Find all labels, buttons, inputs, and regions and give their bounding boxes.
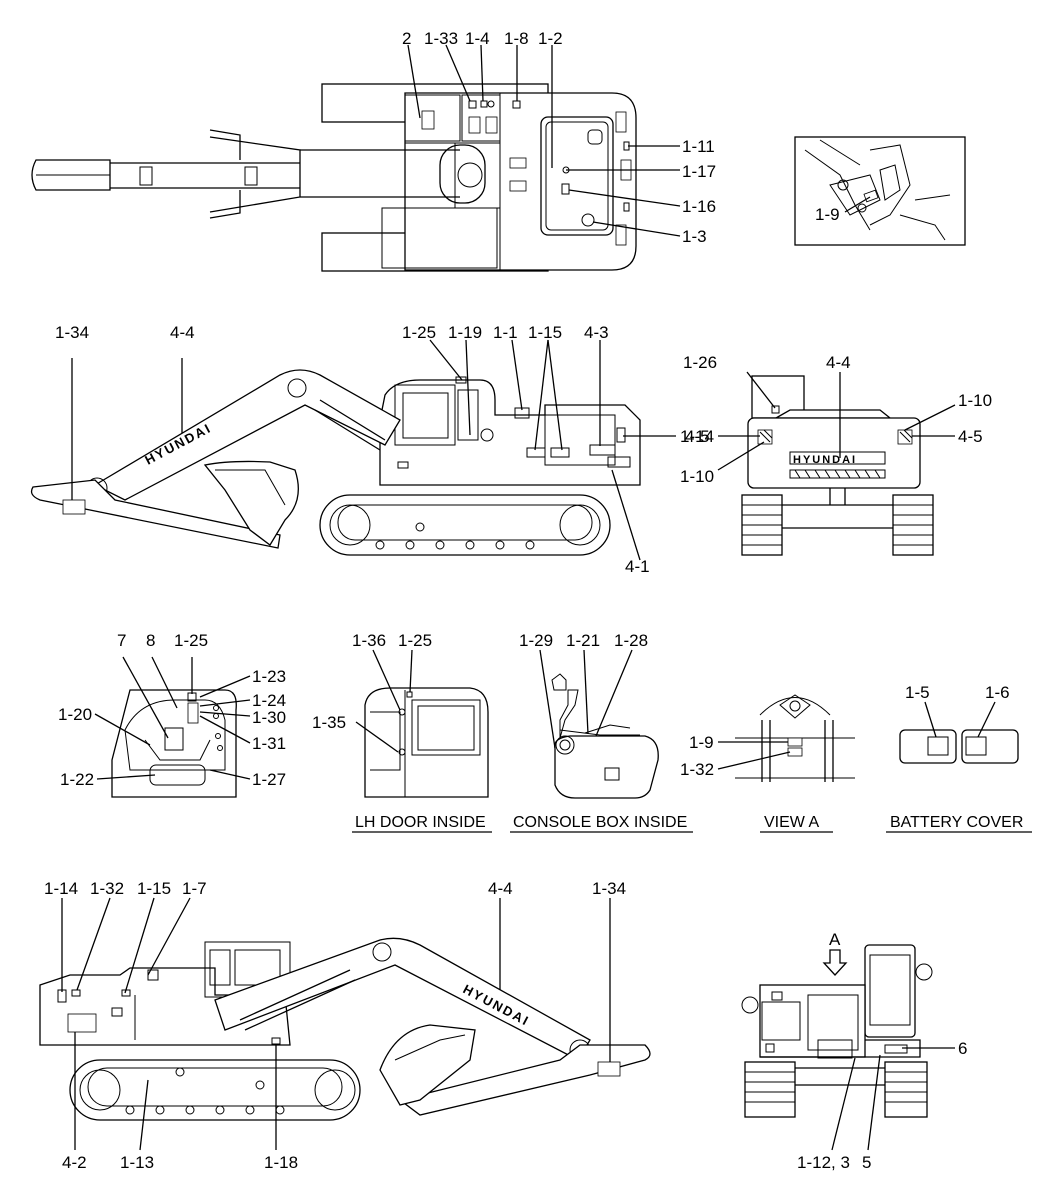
fv-cab xyxy=(864,944,916,1038)
caption-lh-door-inside: LH DOOR INSIDE xyxy=(355,814,486,831)
front-view: A 6 1-12, 3 5 xyxy=(741,930,967,1172)
callout-1-36: 1-36 xyxy=(352,631,386,650)
callout-4-4-rear: 4-4 xyxy=(826,353,851,372)
view-a-arrow xyxy=(822,949,848,976)
fv-track-right xyxy=(884,1061,928,1118)
top-cab xyxy=(540,116,614,236)
callout-1-19: 1-19 xyxy=(448,323,482,342)
rs-bucket xyxy=(379,1024,476,1106)
callout-1-25-cab: 1-25 xyxy=(174,631,208,650)
callout-1-14-right: 1-14 xyxy=(44,879,78,898)
ls-track xyxy=(319,494,611,556)
callout-1-4: 1-4 xyxy=(465,29,490,48)
callout-1-16: 1-16 xyxy=(682,197,716,216)
callout-1-27: 1-27 xyxy=(252,770,286,789)
ls-bucket xyxy=(203,460,299,546)
callout-7: 7 xyxy=(117,631,126,650)
cab-inside-view: 7 8 1-25 1-23 1-24 1-20 1-30 1-31 1-22 1… xyxy=(58,631,286,798)
lh-door-inside: 1-36 1-25 1-35 LH DOOR INSIDE xyxy=(312,631,492,833)
callout-1-10-left: 1-10 xyxy=(680,467,714,486)
callout-4-5-left: 4-5 xyxy=(685,427,710,446)
callout-1-32-right: 1-32 xyxy=(90,879,124,898)
callout-a: A xyxy=(829,930,841,949)
callout-1-18: 1-18 xyxy=(264,1153,298,1172)
rs-track xyxy=(69,1059,361,1121)
callout-1-8: 1-8 xyxy=(504,29,529,48)
rs-arm xyxy=(398,1044,651,1116)
callout-1-11: 1-11 xyxy=(682,137,715,156)
right-side-view: HYUNDAI 1-14 1-32 1-15 1-7 4-4 1-34 4-2 … xyxy=(39,879,651,1172)
callout-1-1: 1-1 xyxy=(493,323,518,342)
callout-4-5-right: 4-5 xyxy=(958,427,983,446)
battery-cover: 1-5 1-6 BATTERY COVER xyxy=(886,683,1032,833)
callout-1-15: 1-15 xyxy=(528,323,562,342)
callout-1-34: 1-34 xyxy=(55,323,89,342)
callout-1-6: 1-6 xyxy=(985,683,1010,702)
view-a: 1-9 1-32 VIEW A xyxy=(680,694,855,833)
callout-1-22: 1-22 xyxy=(60,770,94,789)
callout-1-23: 1-23 xyxy=(252,667,286,686)
caption-battery-cover: BATTERY COVER xyxy=(890,814,1023,831)
callout-2: 2 xyxy=(402,29,411,48)
rear-view: HYUNDAI 1-26 4-4 1-10 4-5 1-10 4-5 xyxy=(680,353,992,556)
detail-1-9: 1-9 xyxy=(794,136,966,246)
caption-view-a: VIEW A xyxy=(764,814,819,831)
rs-boom xyxy=(214,937,591,1061)
top-bucket xyxy=(31,159,111,191)
callout-4-4: 4-4 xyxy=(170,323,195,342)
callout-1-3: 1-3 xyxy=(682,227,707,246)
callout-1-14: 1-14 xyxy=(680,427,714,446)
callout-6: 6 xyxy=(958,1039,967,1058)
callout-1-30: 1-30 xyxy=(252,708,286,727)
callout-1-17: 1-17 xyxy=(682,162,716,181)
ls-arm xyxy=(30,479,281,549)
callout-1-9-detail: 1-9 xyxy=(815,205,840,224)
lh-door-outline xyxy=(364,687,489,798)
callout-1-25-door: 1-25 xyxy=(398,631,432,650)
callout-4-2: 4-2 xyxy=(62,1153,87,1172)
callout-1-2: 1-2 xyxy=(538,29,563,48)
detail-frame xyxy=(794,136,966,246)
callout-1-29: 1-29 xyxy=(519,631,553,650)
callout-4-3: 4-3 xyxy=(584,323,609,342)
fv-body xyxy=(759,984,866,1058)
console-box-outline xyxy=(554,735,659,799)
callout-8: 8 xyxy=(146,631,155,650)
callout-1-34-right: 1-34 xyxy=(592,879,626,898)
callout-1-26: 1-26 xyxy=(683,353,717,372)
callout-1-35: 1-35 xyxy=(312,713,346,732)
fv-track-left xyxy=(744,1061,796,1118)
callout-5: 5 xyxy=(862,1153,871,1172)
callout-1-32-viewa: 1-32 xyxy=(680,760,714,779)
callout-1-31: 1-31 xyxy=(252,734,286,753)
battery-cover-right xyxy=(961,729,1019,764)
callout-1-20: 1-20 xyxy=(58,705,92,724)
callout-1-24: 1-24 xyxy=(252,691,286,710)
left-side-view: HYUNDAI 1-34 4-4 1-25 1-19 1-1 1-15 4-3 … xyxy=(30,323,714,576)
callout-1-33: 1-33 xyxy=(424,29,458,48)
callout-1-28: 1-28 xyxy=(614,631,648,650)
caption-console-box-inside: CONSOLE BOX INSIDE xyxy=(513,814,687,831)
callout-1-9-viewa: 1-9 xyxy=(689,733,714,752)
callout-1-7: 1-7 xyxy=(182,879,207,898)
callout-1-5: 1-5 xyxy=(905,683,930,702)
callout-1-25: 1-25 xyxy=(402,323,436,342)
callout-1-15-right: 1-15 xyxy=(137,879,171,898)
callout-1-21: 1-21 xyxy=(566,631,600,650)
callout-4-1: 4-1 xyxy=(625,557,650,576)
callout-1-13: 1-13 xyxy=(120,1153,154,1172)
callout-1-12-3: 1-12, 3 xyxy=(797,1153,850,1172)
callout-1-10-right: 1-10 xyxy=(958,391,992,410)
callout-4-4-right: 4-4 xyxy=(488,879,513,898)
ls-upper-body xyxy=(379,379,641,486)
rv-brand: HYUNDAI xyxy=(793,454,857,466)
top-view: 2 1-33 1-4 1-8 1-2 1-11 1-17 1-16 1-3 xyxy=(31,29,716,272)
console-box-inside: 1-29 1-21 1-28 CONSOLE BOX INSIDE xyxy=(510,631,693,833)
